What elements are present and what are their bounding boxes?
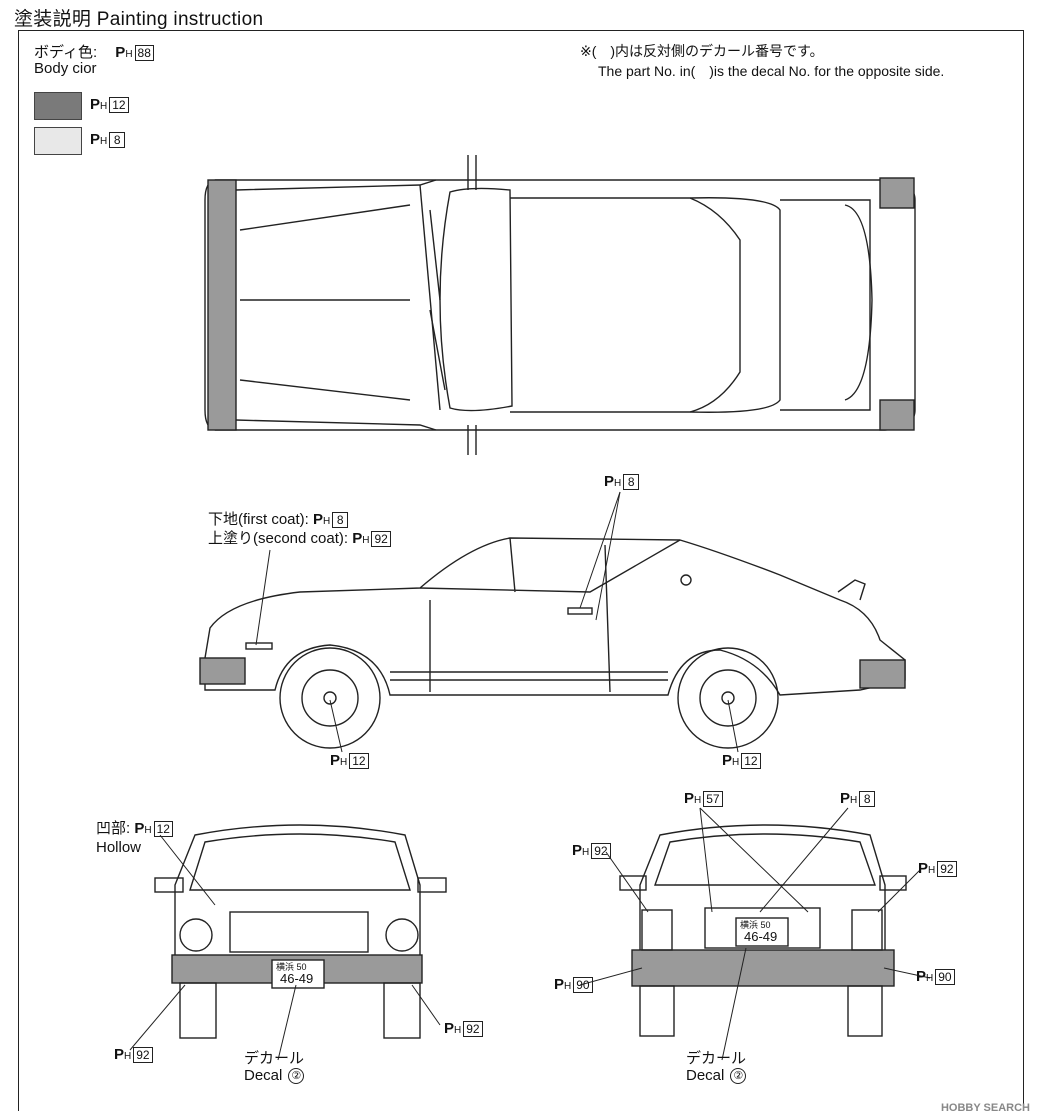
car-top-view (204, 155, 916, 455)
swatch-dark (34, 92, 82, 120)
body-color-en: Body cior (34, 60, 97, 77)
front-decal-jp: デカール (244, 1050, 305, 1067)
front-decal-number: ② (288, 1068, 305, 1085)
rear-decal-jp: デカール (686, 1050, 747, 1067)
diagram-frame (18, 30, 1024, 1111)
car-front-view (129, 824, 447, 1061)
front-plate-top: 横浜 50 (276, 962, 307, 972)
car-side-view (199, 491, 906, 753)
swatch-light (34, 127, 82, 155)
note-jp: ※( )内は反対側のデカール番号です。 (580, 43, 824, 59)
front-plate-num: 46-49 (280, 971, 314, 986)
hollow-en: Hollow (96, 839, 142, 856)
rear-decal-number: ② (730, 1068, 747, 1085)
note-en: The part No. in( )is the decal No. for t… (598, 63, 945, 79)
car-rear-view (579, 807, 931, 1061)
rear-plate-num: 46-49 (744, 929, 778, 944)
watermark: HOBBY SEARCH (940, 1102, 1030, 1114)
page-title: 塗装説明 Painting instruction (14, 9, 264, 30)
body-color-jp: ボディ色: (34, 44, 98, 61)
rear-plate-top: 横浜 50 (740, 920, 771, 930)
